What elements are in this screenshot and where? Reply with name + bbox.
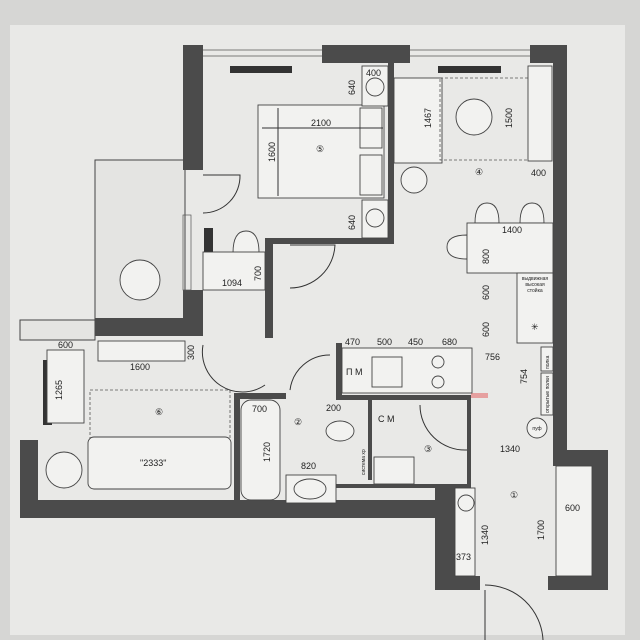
radiator bbox=[230, 66, 292, 73]
kitchen-side-size: 400 bbox=[531, 168, 546, 178]
nightstand-top: 640 bbox=[347, 80, 357, 95]
nightstand-width: 400 bbox=[366, 68, 381, 78]
living-room: 600 1265 1600 300 ⑥ "2333" bbox=[45, 259, 331, 490]
bathtub[interactable] bbox=[240, 399, 281, 501]
desk-width: 1094 bbox=[222, 278, 242, 288]
pouf[interactable] bbox=[400, 166, 428, 194]
hob-burner bbox=[431, 355, 445, 369]
run-2: 500 bbox=[377, 337, 392, 347]
desk[interactable] bbox=[202, 251, 266, 291]
room-number-bath: ② bbox=[294, 417, 302, 427]
kitchen-sofa-size: 1467 bbox=[423, 108, 433, 128]
living-door[interactable] bbox=[201, 344, 266, 393]
bed-length: 1600 bbox=[267, 142, 277, 162]
shoe-depth: 373 bbox=[456, 552, 471, 562]
run-4: 680 bbox=[442, 337, 457, 347]
sofa[interactable] bbox=[87, 436, 232, 490]
tall-unit[interactable] bbox=[516, 272, 554, 344]
radiator bbox=[438, 66, 501, 73]
pouf-label: пуф bbox=[532, 426, 541, 432]
kitchen-counter[interactable] bbox=[341, 347, 473, 394]
desk-depth: 700 bbox=[253, 266, 263, 281]
armchair[interactable] bbox=[119, 259, 161, 301]
kitchen: 1467 1500 400 ④ 1400 800 выдвижная высок… bbox=[341, 65, 554, 416]
hall: пуф 1340 ① 600 1700 1340 373 bbox=[454, 417, 593, 640]
tv-height: 1265 bbox=[54, 380, 64, 400]
sink-width: 820 bbox=[301, 461, 316, 471]
tv-unit[interactable] bbox=[527, 65, 553, 162]
sofa-size: "2333" bbox=[140, 458, 166, 468]
tv-stand[interactable] bbox=[46, 349, 85, 424]
room-number-bedroom: ⑤ bbox=[316, 144, 324, 154]
room-number-kitchen: ④ bbox=[475, 167, 483, 177]
toilet-offset: 200 bbox=[326, 403, 341, 413]
bedroom: 2100 1600 640 640 400 ⑤ 1094 700 bbox=[202, 65, 389, 291]
chair[interactable] bbox=[474, 202, 500, 224]
walls bbox=[20, 45, 608, 590]
chair[interactable] bbox=[232, 230, 260, 254]
bedroom-door[interactable] bbox=[202, 174, 241, 214]
shoe-length: 1340 bbox=[480, 525, 490, 545]
wardrobe[interactable] bbox=[555, 465, 593, 577]
pantry-label-box: выдвижная высокая стойка bbox=[521, 276, 549, 294]
shelves[interactable] bbox=[373, 456, 415, 485]
bathroom: 700 1720 ② 820 200 система хр С М ③ bbox=[240, 399, 468, 504]
sink[interactable] bbox=[371, 356, 403, 388]
hall-door[interactable] bbox=[289, 244, 336, 289]
dryer-label: С М bbox=[378, 414, 395, 424]
balcony-floor-2 bbox=[19, 319, 96, 341]
run-1: 470 bbox=[345, 337, 360, 347]
pantry-star: ✳ bbox=[531, 322, 539, 332]
sideboard-depth: 300 bbox=[186, 345, 196, 360]
return-size: 754 bbox=[519, 369, 529, 384]
nightstand-bottom: 640 bbox=[347, 215, 357, 230]
counter-1: 600 bbox=[481, 285, 491, 300]
pantry-label: выдвижная высокая стойка bbox=[521, 276, 549, 294]
counter-2: 600 bbox=[481, 322, 491, 337]
round-table[interactable] bbox=[45, 451, 83, 489]
dining-table[interactable] bbox=[466, 222, 554, 274]
room-number-living: ⑥ bbox=[155, 407, 163, 417]
room-number-closet: ③ bbox=[424, 444, 432, 454]
bath-door[interactable] bbox=[289, 354, 331, 391]
table-depth: 800 bbox=[481, 249, 491, 264]
kitchen-sofa[interactable] bbox=[393, 77, 443, 164]
entry-door[interactable] bbox=[484, 584, 544, 640]
toilet[interactable] bbox=[325, 420, 355, 442]
bath-width: 700 bbox=[252, 404, 267, 414]
tv-width: 600 bbox=[58, 340, 73, 350]
closet-door[interactable] bbox=[419, 404, 468, 451]
bed-width: 2100 bbox=[311, 118, 331, 128]
wardrobe-depth: 600 bbox=[565, 503, 580, 513]
chair[interactable] bbox=[446, 234, 468, 260]
sideboard[interactable] bbox=[97, 340, 186, 362]
bath-length: 1720 bbox=[262, 442, 272, 462]
chair[interactable] bbox=[519, 202, 545, 224]
hob-burner bbox=[431, 375, 445, 389]
pouf[interactable] bbox=[526, 417, 548, 439]
coffee-table[interactable] bbox=[455, 98, 493, 136]
hall-width: 1340 bbox=[500, 444, 520, 454]
room-number-hall: ① bbox=[510, 490, 518, 500]
shelf-1: полка bbox=[545, 355, 551, 369]
kitchen-zone-size: 1500 bbox=[504, 108, 514, 128]
washer-label: П М bbox=[346, 367, 362, 377]
wall-marker-red bbox=[471, 393, 488, 398]
wardrobe-length: 1700 bbox=[536, 520, 546, 540]
shelf-2: открытые полки bbox=[545, 376, 551, 413]
diag-size: 756 bbox=[485, 352, 500, 362]
table-width: 1400 bbox=[502, 225, 522, 235]
storage-label: система хр bbox=[361, 449, 367, 475]
run-3: 450 bbox=[408, 337, 423, 347]
sideboard-width: 1600 bbox=[130, 362, 150, 372]
